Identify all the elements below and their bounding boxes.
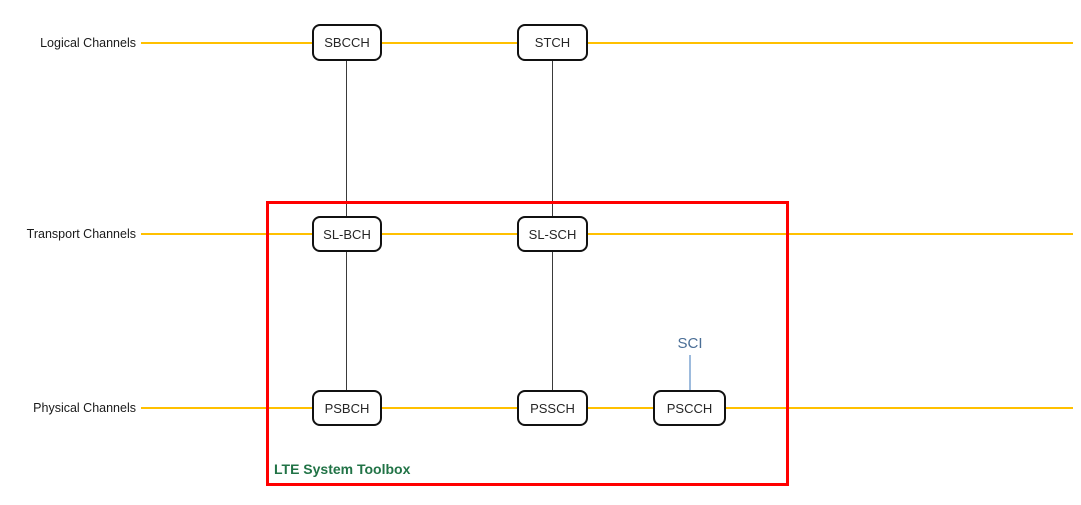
row-label-physical-channels: Physical Channels (33, 401, 136, 415)
node-sl-sch: SL-SCH (517, 216, 588, 252)
row-label-logical-channels: Logical Channels (40, 36, 136, 50)
connector-slbch-psbch (346, 251, 347, 391)
transport-channels-line (141, 233, 1073, 235)
logical-channels-line (141, 42, 1073, 44)
row-label-transport-channels: Transport Channels (26, 227, 136, 241)
connector-stch-slsch (552, 61, 553, 217)
node-sbcch: SBCCH (312, 24, 382, 61)
node-pssch: PSSCH (517, 390, 588, 426)
node-psbch: PSBCH (312, 390, 382, 426)
connector-slsch-pssch (552, 251, 553, 391)
sci-connector-line (689, 355, 691, 391)
connector-sbcch-slbch (346, 60, 347, 217)
physical-channels-line (141, 407, 1073, 409)
node-sl-bch: SL-BCH (312, 216, 382, 252)
lte-system-toolbox-boundary (266, 201, 789, 486)
lte-system-toolbox-label: LTE System Toolbox (274, 461, 411, 477)
node-stch: STCH (517, 24, 588, 61)
sci-label: SCI (677, 335, 703, 352)
node-pscch: PSCCH (653, 390, 726, 426)
